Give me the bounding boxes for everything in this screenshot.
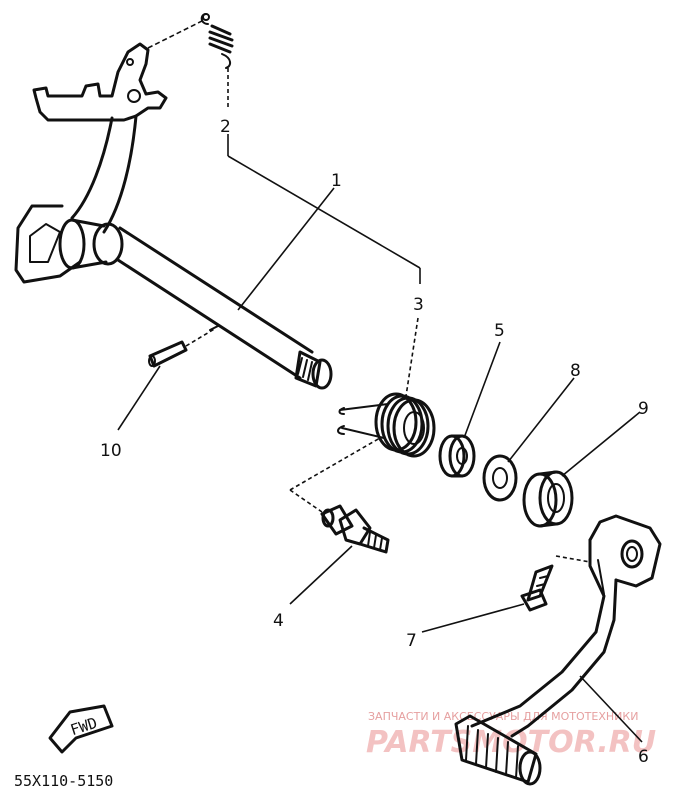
callout-2: 2 [220, 117, 231, 137]
callout-numbers: 1 2 3 4 5 6 7 8 9 10 [100, 117, 649, 767]
callout-10: 10 [100, 441, 122, 461]
callout-9: 9 [638, 399, 649, 419]
return-spring-part [200, 13, 234, 69]
callout-4: 4 [273, 611, 284, 631]
callout-7: 7 [406, 631, 417, 651]
diagram-code: 55X110-5150 [14, 772, 113, 790]
dowel-pin-part [148, 340, 188, 368]
callout-1: 1 [331, 171, 342, 191]
watermark-tagline: ЗАПЧАСТИ И АКСЕССУАРЫ ДЛЯ МОТОТЕХНИКИ [368, 710, 638, 723]
callout-5: 5 [494, 321, 505, 341]
watermark: ЗАПЧАСТИ И АКСЕССУАРЫ ДЛЯ МОТОТЕХНИКИ PA… [366, 710, 656, 760]
shift-pedal-part [454, 514, 662, 786]
pinch-bolt-part [520, 564, 554, 612]
washer-part [482, 454, 518, 502]
fwd-arrow-icon: FWD [48, 704, 114, 754]
collar-part [438, 434, 476, 478]
torsion-spring-part [337, 392, 436, 458]
callout-6: 6 [638, 747, 649, 767]
oil-seal-part [522, 470, 574, 528]
callout-3: 3 [413, 295, 424, 315]
stud-bolt-part [320, 504, 390, 554]
fwd-label: FWD [68, 714, 99, 739]
leader-lines [117, 19, 643, 743]
callout-8: 8 [570, 361, 581, 381]
watermark-brand: PARTSMOTOR.RU [366, 725, 656, 760]
shift-shaft-part [14, 42, 333, 390]
